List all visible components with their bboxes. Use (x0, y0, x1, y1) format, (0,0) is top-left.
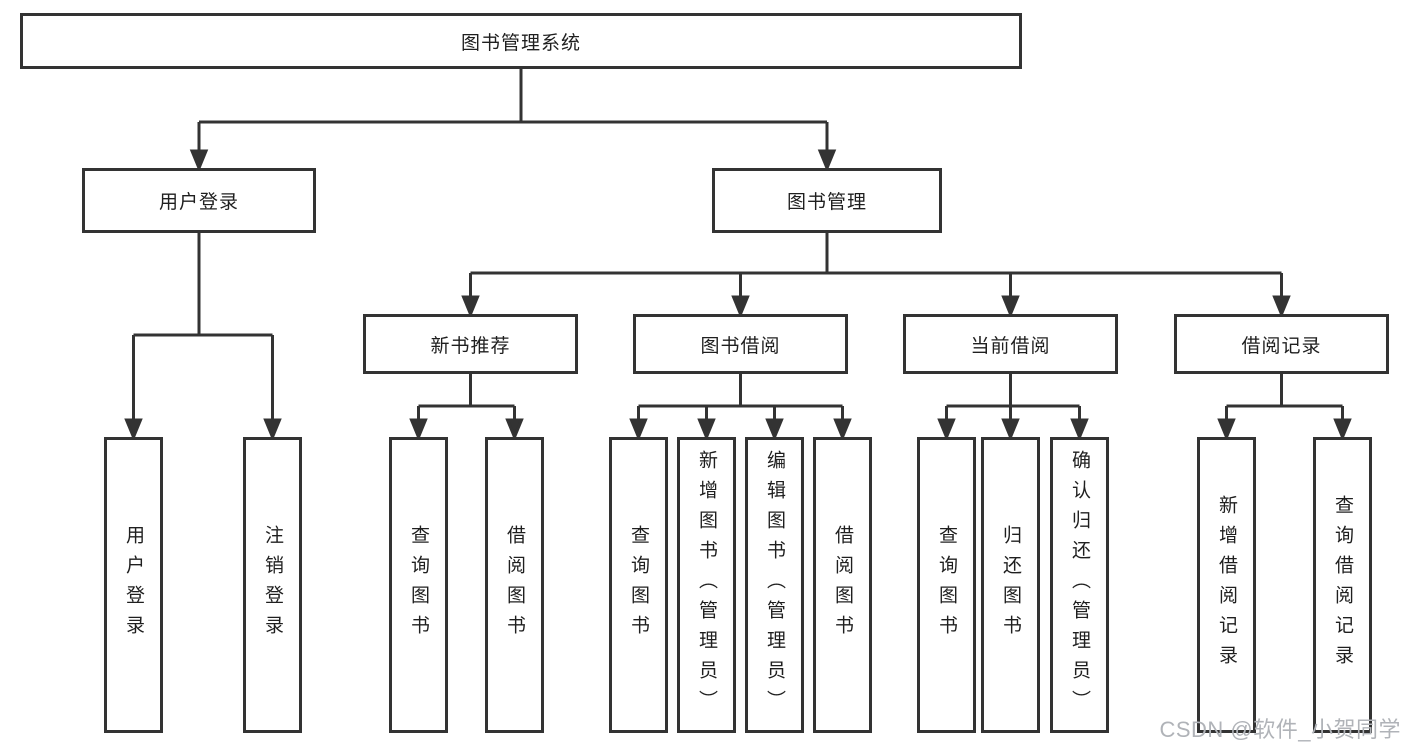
node-label: 用户登录 (158, 192, 239, 213)
node-label: 查询图书 (408, 525, 429, 645)
node-label: 借阅图书 (832, 525, 853, 645)
leaf-borrow-books: 借阅图书 (813, 437, 872, 733)
csdn-watermark: CSDN @软件_小贺同学 (1159, 717, 1401, 742)
leaf-logout-login: 注销登录 (243, 437, 302, 733)
leaf-query-books-current: 查询图书 (917, 437, 976, 733)
leaf-query-borrow-record: 查询借阅记录 (1313, 437, 1372, 733)
leaf-add-borrow-record: 新增借阅记录 (1197, 437, 1256, 733)
leaf-user-login: 用户登录 (104, 437, 163, 733)
node-label: 查询图书 (936, 525, 957, 645)
node-label: 查询图书 (628, 525, 649, 645)
node-borrow-records: 借阅记录 (1174, 314, 1389, 374)
node-current-borrow: 当前借阅 (903, 314, 1118, 374)
node-label: 用户登录 (123, 525, 144, 645)
node-label: 新增图书（管理员） (696, 450, 717, 720)
leaf-edit-books-admin: 编辑图书（管理员） (745, 437, 804, 733)
node-label: 图书管理 (786, 192, 867, 213)
node-user-login: 用户登录 (82, 168, 316, 233)
node-label: 注销登录 (262, 525, 283, 645)
leaf-return-books: 归还图书 (981, 437, 1040, 733)
leaf-add-books-admin: 新增图书（管理员） (677, 437, 736, 733)
node-label: 当前借阅 (970, 335, 1051, 357)
leaf-query-books-borrow: 查询图书 (609, 437, 668, 733)
node-label: 编辑图书（管理员） (764, 450, 785, 720)
leaf-confirm-return-admin: 确认归还（管理员） (1050, 437, 1109, 733)
node-label: 新增借阅记录 (1216, 495, 1237, 675)
node-label: 借阅图书 (504, 525, 525, 645)
node-label: 归还图书 (1000, 525, 1021, 645)
node-book-borrow: 图书借阅 (633, 314, 848, 374)
node-label: 借阅记录 (1241, 335, 1322, 357)
node-new-book-recommend: 新书推荐 (363, 314, 578, 374)
leaf-query-books-recommend: 查询图书 (389, 437, 448, 733)
node-label: 确认归还（管理员） (1069, 450, 1090, 720)
node-label: 图书借阅 (700, 335, 781, 357)
node-label: 查询借阅记录 (1332, 495, 1353, 675)
leaf-borrow-books-recommend: 借阅图书 (485, 437, 544, 733)
node-book-management: 图书管理 (712, 168, 942, 233)
node-label: 新书推荐 (430, 335, 511, 357)
node-library-management-system: 图书管理系统 (20, 13, 1022, 69)
node-label: 图书管理系统 (460, 32, 581, 54)
